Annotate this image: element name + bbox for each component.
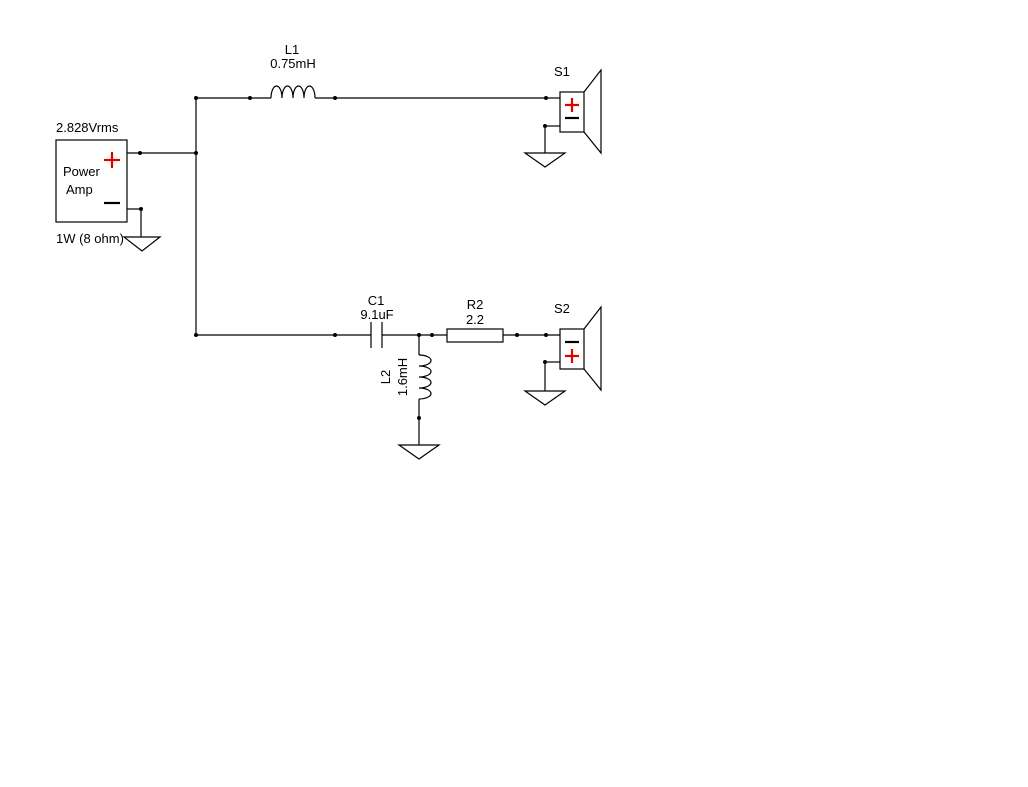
inductor-L1[interactable]: L1 0.75mH <box>270 42 316 99</box>
amp-ground-icon <box>122 236 162 252</box>
capacitor-C1-value: 9.1uF <box>360 307 393 322</box>
inductor-L2-ref: L2 <box>378 370 393 384</box>
speaker-S2[interactable]: S2 <box>554 301 602 392</box>
wire-amp-negative <box>127 207 143 237</box>
S2-ground-icon <box>523 390 567 406</box>
wire-main-bus <box>194 96 198 337</box>
capacitor-C1-ref: C1 <box>368 293 385 308</box>
resistor-R2-body <box>446 328 504 343</box>
speaker-S1-ref: S1 <box>554 64 570 79</box>
wire-S1-ground <box>543 124 560 153</box>
resistor-R2-value: 2.2 <box>466 312 484 327</box>
speaker-S1-magnet <box>559 91 585 133</box>
wire-bottom-branch <box>196 333 560 337</box>
amp-voltage-label: 2.828Vrms <box>56 120 119 135</box>
wire-L2-shunt <box>417 335 421 445</box>
wire-S2-ground <box>543 360 560 391</box>
speaker-S1[interactable]: S1 <box>554 64 602 155</box>
inductor-L2-coil-icon <box>418 354 432 400</box>
S1-ground-icon <box>523 152 567 168</box>
speaker-S1-plus-icon <box>565 98 579 112</box>
resistor-R2[interactable]: R2 2.2 <box>446 297 504 343</box>
inductor-L1-value: 0.75mH <box>270 56 316 71</box>
wire-amp-positive <box>127 151 198 155</box>
power-amp-box <box>55 139 128 223</box>
wire-top-branch <box>196 96 560 100</box>
speaker-S2-cone-icon <box>583 305 602 392</box>
amp-plus-terminal-icon <box>104 152 120 168</box>
capacitor-C1[interactable]: C1 9.1uF <box>360 293 394 348</box>
resistor-R2-ref: R2 <box>467 297 484 312</box>
inductor-L2-value: 1.6mH <box>395 358 410 396</box>
inductor-L2[interactable]: L2 1.6mH <box>378 354 432 400</box>
inductor-L1-coil-icon <box>270 85 316 99</box>
power-amplifier[interactable]: 2.828Vrms Power Amp 1W (8 ohm) <box>55 120 128 246</box>
speaker-S2-ref: S2 <box>554 301 570 316</box>
amp-name-line2: Amp <box>66 182 93 197</box>
speaker-S2-magnet <box>559 328 585 370</box>
amp-name-line1: Power <box>63 164 101 179</box>
L2-ground-icon <box>397 444 441 460</box>
amp-power-label: 1W (8 ohm) <box>56 231 124 246</box>
inductor-L1-ref: L1 <box>285 42 299 57</box>
speaker-S1-cone-icon <box>583 68 602 155</box>
speaker-S2-plus-icon <box>565 349 579 363</box>
